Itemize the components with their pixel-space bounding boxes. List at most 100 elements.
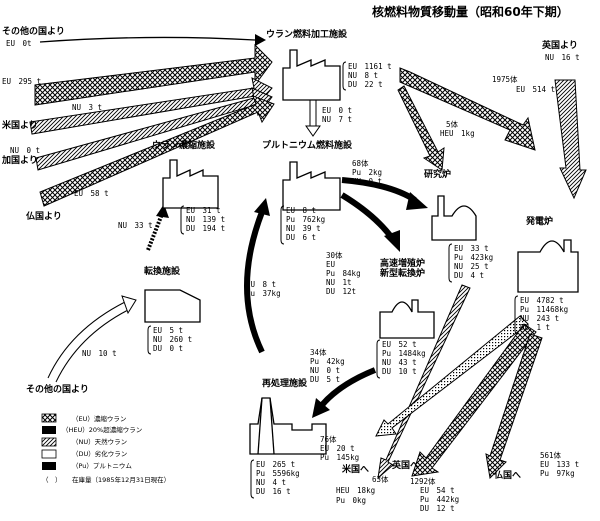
arrow-to-rep <box>312 367 377 418</box>
stock-plutonium-2: NU 39 t <box>286 224 321 233</box>
arrow-power-to-fr <box>485 333 543 480</box>
label-fbr-1: 高速増殖炉 <box>380 257 425 269</box>
flow-fr-out-eu: EU 133 t <box>540 460 579 469</box>
stock-reprocessing-2: NU 4 t <box>256 478 286 487</box>
flow-uk-out-pu: Pu 442kg <box>420 495 459 504</box>
stock-research-1: Pu 423kg <box>454 253 493 262</box>
flow-uk-out-count: 1292体 <box>410 476 436 486</box>
arrow-fab-to-power <box>399 67 536 151</box>
stock-brackets <box>147 61 519 499</box>
legend-swatch-eu <box>41 413 57 423</box>
origin-uk: 英国より <box>541 39 578 51</box>
label-enrichment: ウラン濃縮施設 <box>152 139 216 151</box>
legend-paren-desc: 在庫量（1985年12月31日現在） <box>72 475 170 484</box>
flow-pu-research-nu: NU 0 t <box>352 177 382 186</box>
legend: （EU）濃縮ウラン （HEU）20%超濃縮ウラン （NU）天然ウラン （DU）劣… <box>41 413 170 484</box>
flow-pu-fbr-eu: EU <box>326 260 335 269</box>
stock-research-0: EU 33 t <box>454 244 489 253</box>
flow-uk-out-du: DU 12 t <box>420 504 455 513</box>
flow-pu-fbr-nu: NU 1t <box>326 278 352 287</box>
stock-fabrication-2: DU 22 t <box>348 80 383 89</box>
arrow-enrich-nu <box>146 204 169 251</box>
stock-fbr-1: Pu 1484kg <box>382 349 426 358</box>
arrow-power-to-us <box>375 315 529 437</box>
arrow-other-bottom-nu <box>47 295 137 383</box>
flow-heu-out-heu: HEU 18kg <box>336 486 375 495</box>
research-reactor-icon <box>431 195 477 241</box>
flow-us-out-pu: Pu 145kg <box>320 453 359 462</box>
flow-eu-295: EU 295 t <box>2 77 41 86</box>
reprocessing-plant-icon <box>249 397 327 455</box>
legend-pu: （Pu）プルトニウム <box>72 462 132 470</box>
stock-conversion-0: EU 5 t <box>153 326 183 335</box>
flow-canada-nu: NU 0 t <box>10 146 40 155</box>
legend-heu: （HEU）20%超濃縮ウラン <box>62 425 142 434</box>
legend-du: （DU）劣化ウラン <box>72 449 127 458</box>
flow-pu-fbr-pu: Pu 84kg <box>326 269 361 278</box>
legend-nu: （NU）天然ウラン <box>72 437 127 446</box>
arrow-other-top-eu <box>39 34 266 46</box>
flow-enrich-nu: NU 33 t <box>118 221 153 230</box>
stock-fabrication-1: NU 8 t <box>348 71 378 80</box>
flow-us-out-eu: EU 20 t <box>320 444 355 453</box>
legend-swatch-nu <box>41 437 57 447</box>
stock-power-0: EU 4782 t <box>520 296 564 305</box>
dest-uk: 英国へ <box>391 459 419 471</box>
legend-eu: （EU）濃縮ウラン <box>72 414 126 423</box>
flow-pu-research-count: 68体 <box>352 158 369 168</box>
stock-enrichment-1: NU 139 t <box>186 215 225 224</box>
arrow-fab-to-research <box>397 85 445 171</box>
stock-fbr-3: DU 10 t <box>382 367 417 376</box>
fabrication-plant-icon <box>282 49 341 101</box>
power-reactor-icon <box>517 239 579 293</box>
fbr-reactor-icon <box>379 299 435 339</box>
flow-uk-out-eu: EU 54 t <box>420 486 455 495</box>
legend-swatch-heu <box>42 426 56 434</box>
origin-us: 米国より <box>1 119 38 131</box>
arrow-research-to-us <box>377 284 471 480</box>
flow-heu-out-pu: Pu 0kg <box>336 496 366 505</box>
origin-other-top: その他の国より <box>2 25 65 37</box>
flow-us-nu: NU 3 t <box>72 103 102 112</box>
stock-fabrication-0: EU 1161 t <box>348 62 392 71</box>
flow-fr-out-count: 561体 <box>540 450 562 460</box>
arrow-eu-295 <box>34 43 273 106</box>
stock-fbr-0: EU 52 t <box>382 340 417 349</box>
stock-enrichment-0: EU 31 t <box>186 206 221 215</box>
dest-us: 米国へ <box>341 463 369 475</box>
stock-fbr-2: NU 43 t <box>382 358 417 367</box>
flow-heu-research-count: 5体 <box>446 119 459 129</box>
flow-heu-research: HEU 1kg <box>440 129 475 138</box>
label-research: 研究炉 <box>424 168 451 180</box>
flow-heu-out-count: 63体 <box>372 474 389 484</box>
stock-research-2: NU 25 t <box>454 262 489 271</box>
flow-france-eu: EU 58 t <box>74 189 109 198</box>
flow-pu-research-pu: Pu 2kg <box>352 168 382 177</box>
stock-reprocessing-3: DU 16 t <box>256 487 291 496</box>
stock-power-3: DU 1 t <box>520 323 550 332</box>
stock-plutonium-0: EU 8 t <box>286 206 316 215</box>
flow-to-rep-nu: NU 0 t <box>310 366 340 375</box>
legend-paren-symbol: （ ） <box>42 476 62 484</box>
label-fabrication: ウラン燃料加工施設 <box>266 28 348 40</box>
flow-fab-power-count: 1975体 <box>492 74 518 84</box>
flow-fr-out-pu: Pu 97kg <box>540 469 575 478</box>
enrichment-plant-icon <box>162 159 219 209</box>
diagram-title: 核燃料物質移動量（昭和60年下期） <box>372 4 569 19</box>
flow-us-out-count: 76体 <box>320 434 337 444</box>
label-fbr-2: 新型転換炉 <box>380 267 425 279</box>
flow-to-rep-count: 34体 <box>310 347 327 357</box>
flow-rep-pu-pu: Pu 37kg <box>246 289 281 298</box>
flow-other-bottom-nu: NU 10 t <box>82 349 117 358</box>
label-plutonium: プルトニウム燃料施設 <box>262 139 353 151</box>
stock-plutonium-1: Pu 762kg <box>286 215 325 224</box>
flow-uk-nu: NU 16 t <box>545 53 580 62</box>
stock-enrichment-2: DU 194 t <box>186 224 225 233</box>
flow-pu-fbr-count: 30体 <box>326 250 343 260</box>
plutonium-plant-icon <box>282 161 341 211</box>
stock-reprocessing-1: Pu 5596kg <box>256 469 300 478</box>
label-power: 発電炉 <box>525 215 553 227</box>
stock-power-2: NU 243 t <box>520 314 559 323</box>
